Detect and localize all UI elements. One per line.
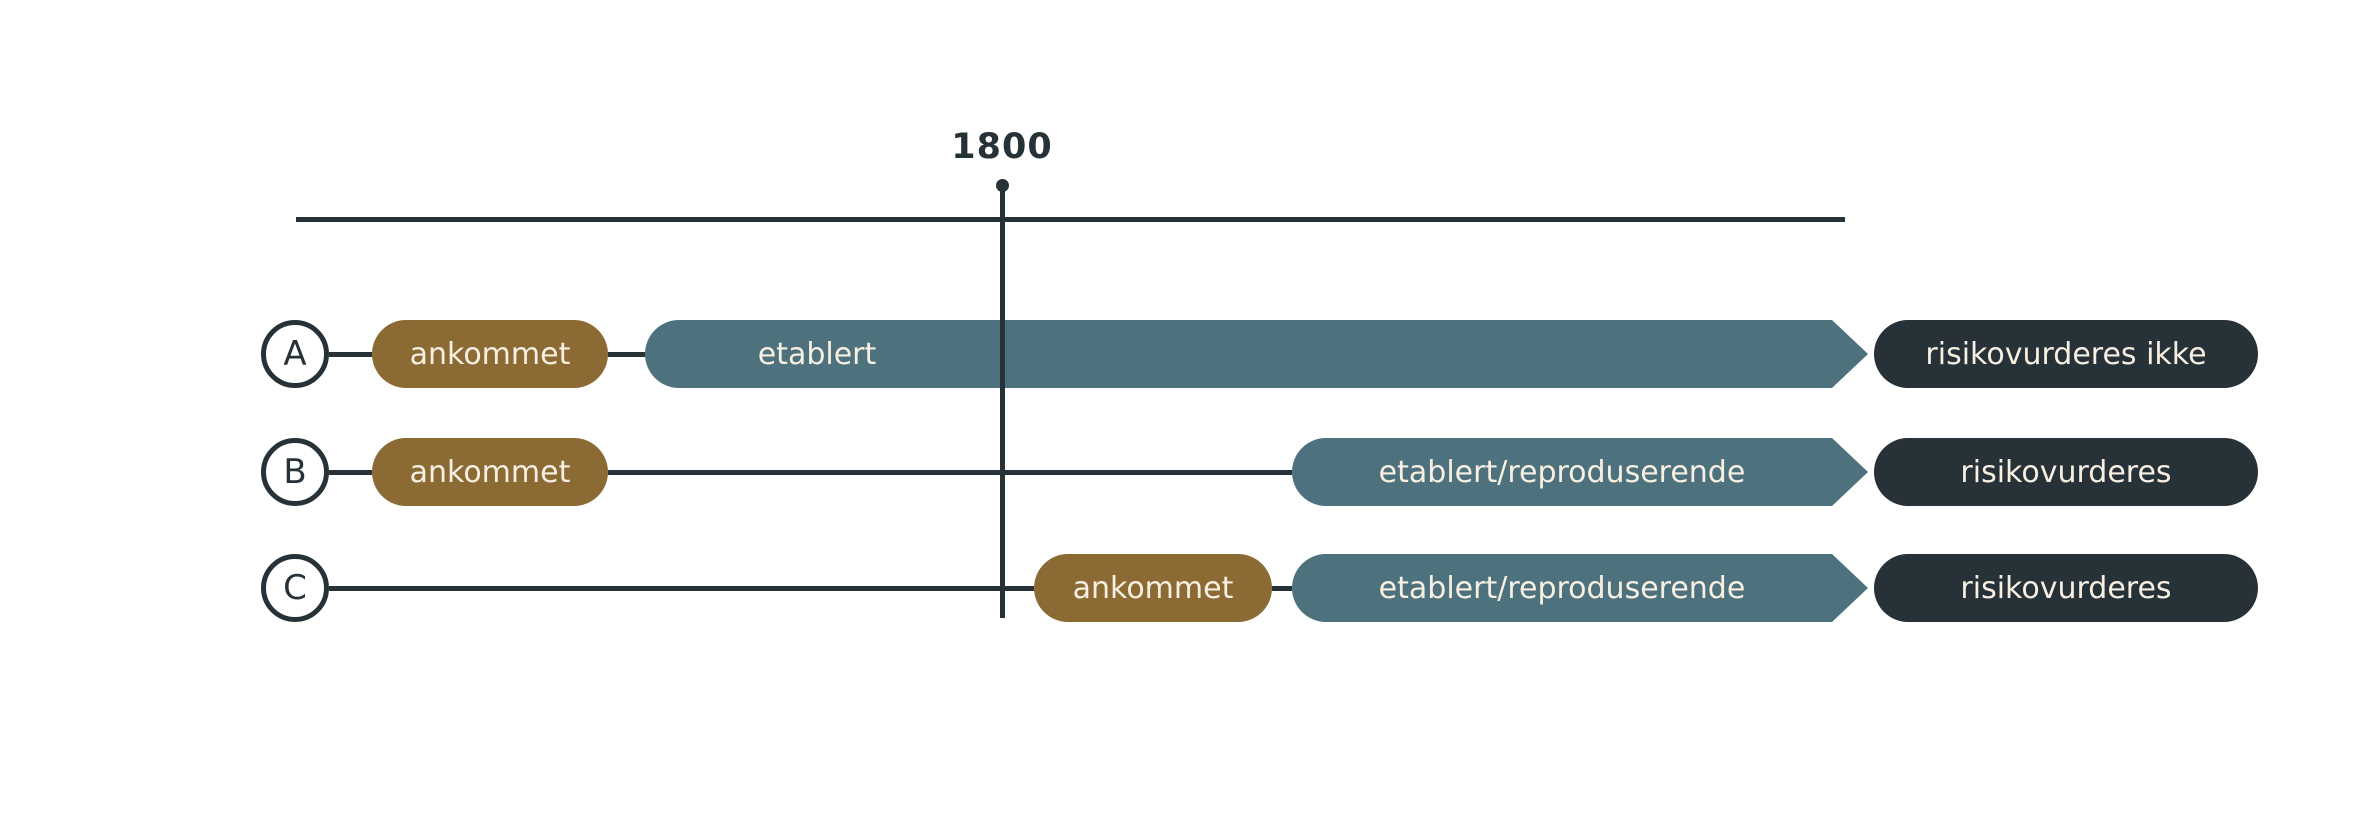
row-b-established-bar: etablert/reproduserende (1292, 438, 1868, 506)
row-a-connector-2 (608, 352, 645, 357)
row-c-arrived-label: ankommet (1072, 570, 1234, 606)
row-a-arrived-pill: ankommet (372, 320, 608, 388)
row-b-arrived-pill: ankommet (372, 438, 608, 506)
timeline-axis (296, 217, 1845, 222)
row-b-outcome-pill: risikovurderes (1874, 438, 2258, 506)
year-marker-dot (996, 179, 1009, 192)
row-c-arrived-pill: ankommet (1034, 554, 1272, 622)
row-b-badge: B (261, 438, 329, 506)
row-c-connector-1 (329, 586, 1034, 591)
row-a-arrived-label: ankommet (409, 336, 571, 372)
row-b-letter: B (283, 452, 307, 492)
row-b-connector-1 (329, 470, 372, 475)
row-b-established-label: etablert/reproduserende (1378, 454, 1746, 490)
row-a-outcome-pill: risikovurderes ikke (1874, 320, 2258, 388)
row-c-letter: C (283, 568, 307, 608)
row-c-outcome-pill: risikovurderes (1874, 554, 2258, 622)
row-a-letter: A (283, 334, 307, 374)
row-c-outcome-label: risikovurderes (1960, 570, 2172, 606)
row-a-connector-1 (329, 352, 372, 357)
row-c-badge: C (261, 554, 329, 622)
row-c-connector-2 (1272, 586, 1292, 591)
row-b-outcome-label: risikovurderes (1960, 454, 2172, 490)
row-b-connector-2 (608, 470, 1292, 475)
year-label: 1800 (951, 127, 1053, 167)
row-c-established-label: etablert/reproduserende (1378, 570, 1746, 606)
row-a-badge: A (261, 320, 329, 388)
row-c-established-bar: etablert/reproduserende (1292, 554, 1868, 622)
row-a-outcome-label: risikovurderes ikke (1925, 336, 2207, 372)
row-a-established-bar: etablert (645, 320, 1868, 388)
year-marker-line (1000, 186, 1005, 618)
row-a-established-label: etablert (757, 336, 877, 372)
row-b-arrived-label: ankommet (409, 454, 571, 490)
